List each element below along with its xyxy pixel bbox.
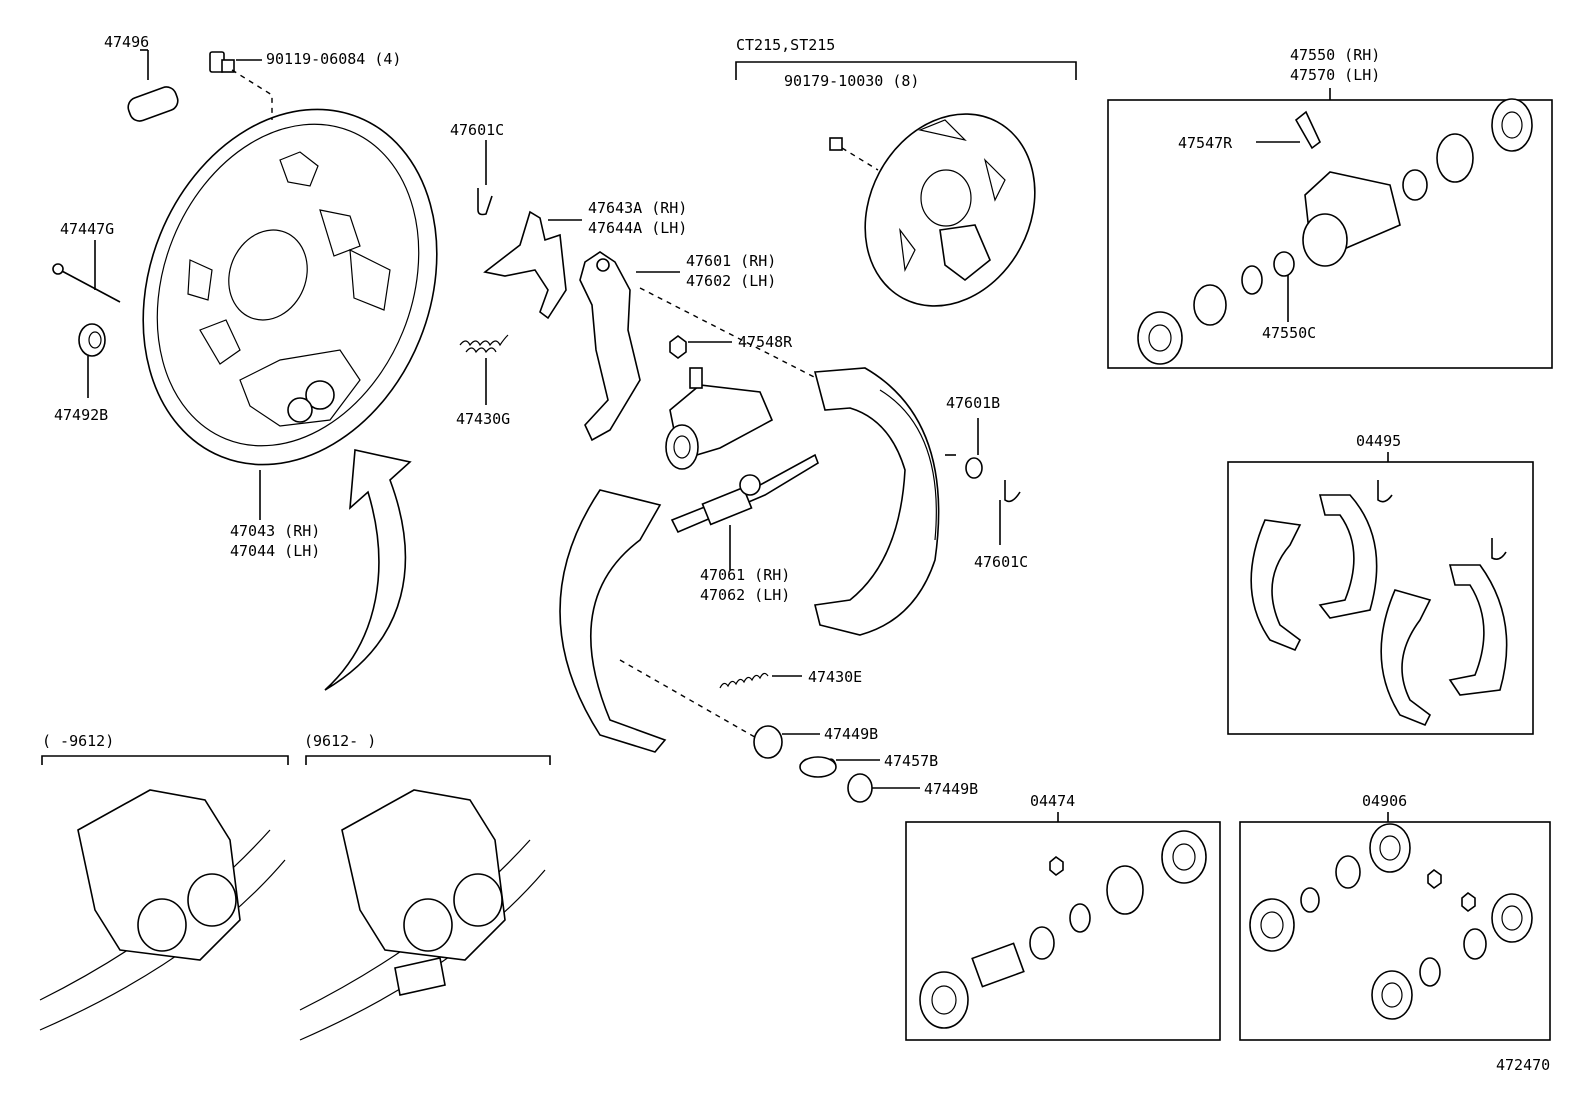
label-diagram-id: 472470: [1496, 1056, 1550, 1074]
brake-shoe-left: [559, 489, 761, 753]
spring-47430e: [719, 672, 802, 689]
label-47061: 47061 (RH): [700, 566, 790, 584]
labels: 47496 90119-06084 (4) 47447G 47492B 4704…: [42, 33, 1550, 1074]
clip-47601c-right: [999, 480, 1021, 545]
backing-plate: [142, 108, 438, 466]
kit-04474-box: [905, 812, 1221, 1041]
label-47601c-right: 47601C: [974, 553, 1028, 571]
label-ct215: CT215,ST215: [736, 36, 835, 54]
lever-47643a: [483, 210, 582, 320]
ct215-group: [735, 61, 1077, 307]
detail-view-early: [39, 755, 289, 1031]
label-04906: 04906: [1362, 792, 1407, 810]
label-range-early: ( -9612): [42, 732, 114, 750]
label-47601b: 47601B: [946, 394, 1000, 412]
detail-view-late: [299, 755, 551, 1041]
label-47547r: 47547R: [1178, 134, 1233, 152]
cup-47449b-b: [847, 773, 920, 803]
bolt-90119: [209, 51, 273, 120]
spring-47457b: [799, 756, 880, 778]
label-90119: 90119-06084 (4): [266, 50, 401, 68]
label-47570: 47570 (LH): [1290, 66, 1380, 84]
assembly-arrow: [324, 449, 412, 691]
label-47062: 47062 (LH): [700, 586, 790, 604]
kit-04906-box: [1239, 812, 1551, 1041]
plug-47496: [127, 49, 179, 122]
label-04495: 04495: [1356, 432, 1401, 450]
label-47430g: 47430G: [456, 410, 510, 428]
label-47601c-top: 47601C: [450, 121, 504, 139]
label-47644a: 47644A (LH): [588, 219, 687, 237]
label-47449b-b: 47449B: [924, 780, 978, 798]
label-47601: 47601 (RH): [686, 252, 776, 270]
label-47550c: 47550C: [1262, 324, 1316, 342]
label-04474: 04474: [1030, 792, 1075, 810]
label-47044: 47044 (LH): [230, 542, 320, 560]
label-47496: 47496: [104, 33, 149, 51]
spring-47430g: [459, 334, 509, 405]
clip-47601c-top: [477, 140, 493, 216]
adjuster-47061: [670, 453, 819, 570]
brake-shoe-right: [813, 367, 956, 636]
nut-47548r: [669, 335, 732, 359]
washer-47601b: [965, 418, 983, 479]
label-47449b-a: 47449B: [824, 725, 878, 743]
shoe-kit-box: [1227, 452, 1534, 735]
label-47043: 47043 (RH): [230, 522, 320, 540]
label-47430e: 47430E: [808, 668, 862, 686]
label-47492b: 47492B: [54, 406, 108, 424]
cup-47449b-a: [753, 725, 820, 759]
pin-47447g: [52, 240, 121, 303]
wheel-cylinder-mid: [665, 367, 774, 470]
label-47602: 47602 (LH): [686, 272, 776, 290]
lever-47601: [579, 251, 821, 442]
wheel-cylinder-box: [1107, 88, 1553, 369]
label-47447g: 47447G: [60, 220, 114, 238]
label-range-late: (9612- ): [304, 732, 376, 750]
label-90179: 90179-10030 (8): [784, 72, 919, 90]
label-47457b: 47457B: [884, 752, 938, 770]
label-47548r: 47548R: [738, 333, 793, 351]
grommet-47492b: [78, 323, 106, 398]
label-47643a: 47643A (RH): [588, 199, 687, 217]
label-47550: 47550 (RH): [1290, 46, 1380, 64]
